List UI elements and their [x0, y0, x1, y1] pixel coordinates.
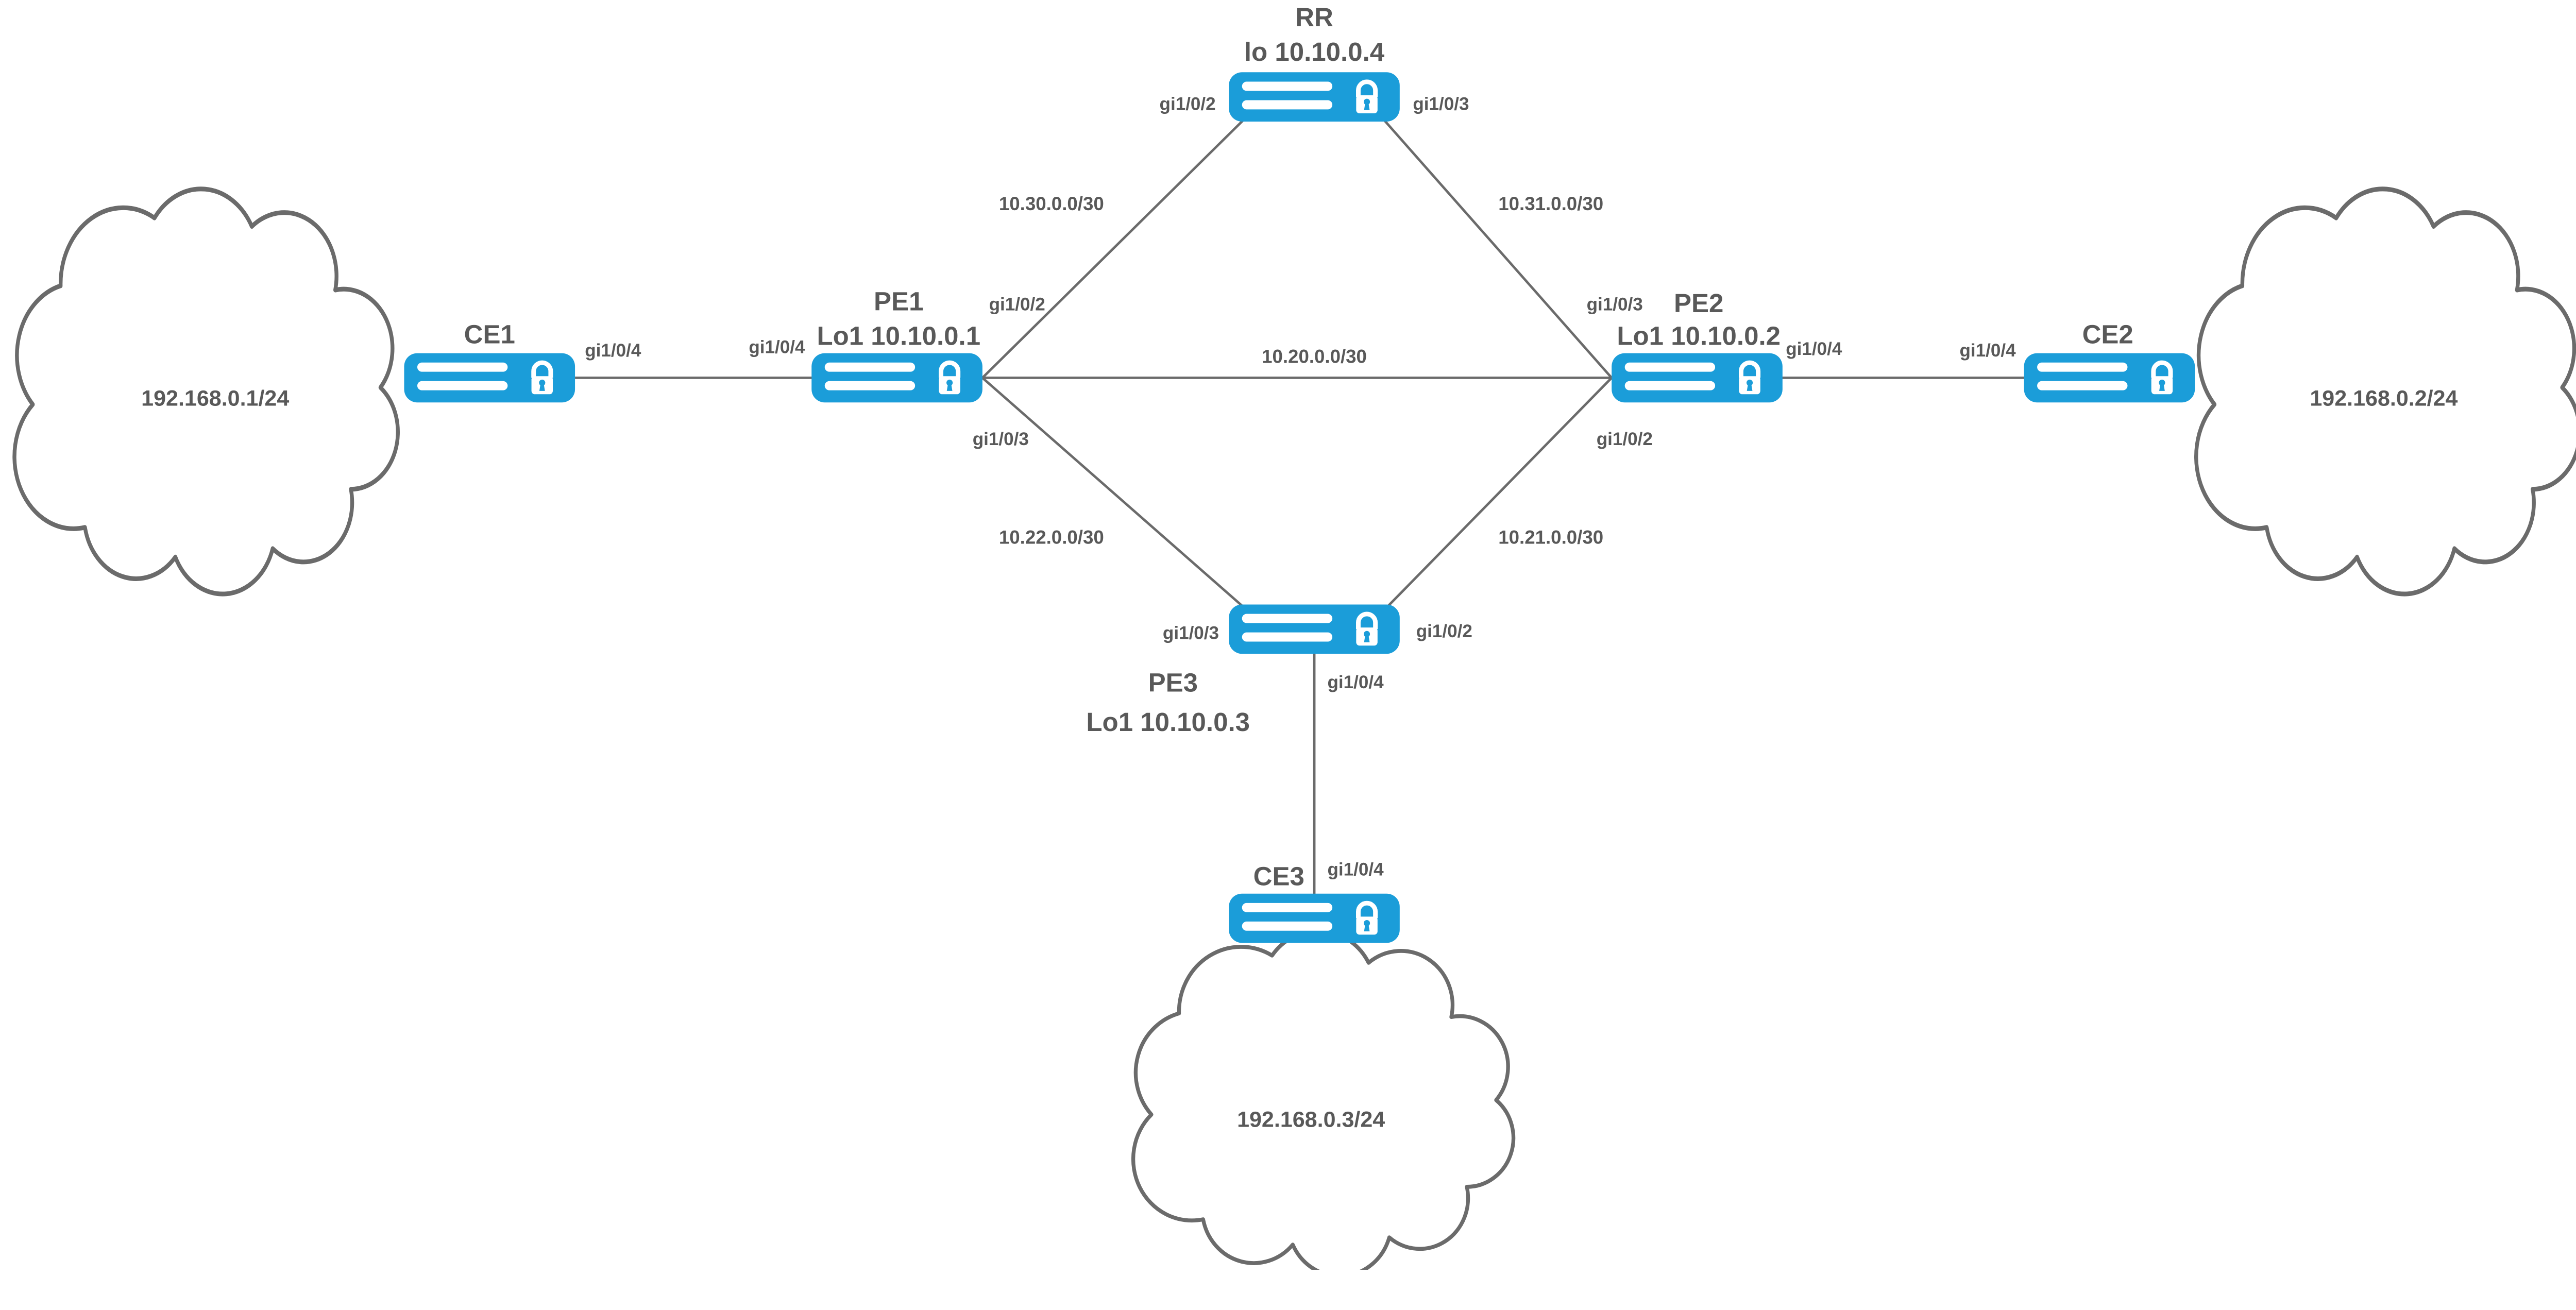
- link-pe1-rr: [981, 111, 1253, 379]
- node-label-pe2: PE2: [1674, 288, 1723, 318]
- cloud-label-right: 192.168.0.2/24: [2310, 386, 2458, 411]
- network-label-pe1-pe3: 10.22.0.0/30: [999, 526, 1104, 548]
- router-icon-ce2: [2024, 353, 2195, 403]
- network-label-pe1-pe2: 10.20.0.0/30: [1262, 346, 1367, 367]
- node-label-pe3: PE3: [1148, 668, 1198, 697]
- port-label-pe3-gi103: gi1/0/3: [1163, 623, 1219, 643]
- network-topology-diagram: RR lo 10.10.0.4 PE1 Lo1 10.10.0.1 PE2 Lo…: [12, 3, 2576, 1270]
- node-label-ce3: CE3: [1253, 862, 1304, 891]
- port-label-pe1-gi104: gi1/0/4: [749, 337, 805, 358]
- router-icon-pe1: [811, 353, 982, 403]
- cloud-label-left: 192.168.0.1/24: [141, 386, 289, 411]
- router-icon-pe3: [1229, 604, 1400, 654]
- network-label-pe3-pe2: 10.21.0.0/30: [1498, 526, 1603, 548]
- port-label-ce1-gi104: gi1/0/4: [585, 341, 641, 361]
- port-label-pe1-gi103: gi1/0/3: [973, 429, 1029, 449]
- link-pe3-pe2: [1376, 377, 1613, 619]
- link-pe1-pe3: [981, 377, 1253, 616]
- node-label-ce2: CE2: [2082, 319, 2133, 349]
- port-label-pe3-gi102: gi1/0/2: [1416, 621, 1472, 641]
- port-label-pe3-gi104: gi1/0/4: [1328, 672, 1384, 692]
- cloud-network-bottom: [1133, 931, 1514, 1270]
- port-label-pe2-gi104: gi1/0/4: [1786, 339, 1842, 359]
- port-label-pe2-gi103: gi1/0/3: [1587, 295, 1643, 315]
- router-icon-rr: [1229, 72, 1400, 122]
- node-loopback-rr: lo 10.10.0.4: [1244, 37, 1385, 66]
- link-rr-pe2: [1376, 111, 1613, 379]
- node-label-pe1: PE1: [874, 287, 923, 316]
- port-label-ce2-gi104: gi1/0/4: [1959, 341, 2016, 361]
- node-label-ce1: CE1: [464, 319, 515, 349]
- node-label-rr: RR: [1295, 3, 1333, 32]
- port-label-ce3-gi104: gi1/0/4: [1328, 860, 1384, 880]
- router-icon-pe2: [1612, 353, 1783, 403]
- network-label-pe1-rr: 10.30.0.0/30: [999, 193, 1104, 214]
- port-label-pe2-gi102: gi1/0/2: [1597, 429, 1653, 449]
- node-loopback-pe2: Lo1 10.10.0.2: [1617, 321, 1781, 351]
- node-loopback-pe1: Lo1 10.10.0.1: [817, 321, 980, 351]
- router-icon-ce3: [1229, 894, 1400, 943]
- port-label-rr-gi103: gi1/0/3: [1413, 94, 1469, 114]
- node-loopback-pe3: Lo1 10.10.0.3: [1086, 707, 1250, 737]
- network-label-rr-pe2: 10.31.0.0/30: [1498, 193, 1603, 214]
- router-icon-ce1: [404, 353, 575, 403]
- port-label-pe1-gi102: gi1/0/2: [989, 295, 1045, 315]
- cloud-label-bottom: 192.168.0.3/24: [1237, 1107, 1385, 1132]
- port-label-rr-gi102: gi1/0/2: [1160, 94, 1216, 114]
